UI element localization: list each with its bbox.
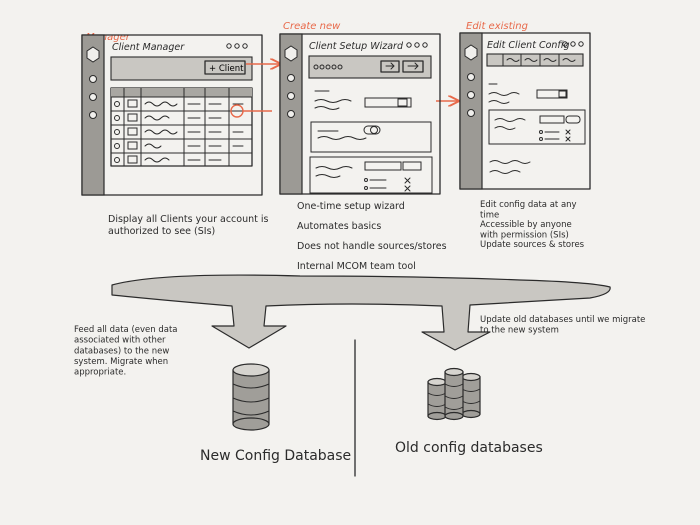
- nav-dot-icon[interactable]: [467, 73, 475, 81]
- note-item: Does not handle sources/stores: [297, 241, 447, 252]
- nav-dot-icon[interactable]: [287, 74, 295, 82]
- edit-client-config-window: Edit Client Config: [459, 32, 591, 190]
- wizard-input[interactable]: [364, 161, 402, 171]
- wizard-progress-bar: [308, 55, 432, 79]
- client-setup-wizard-window: Client Setup Wizard: [279, 33, 441, 195]
- add-client-button[interactable]: [204, 60, 246, 75]
- next-button[interactable]: [402, 60, 424, 73]
- flow-split-arrow: [111, 274, 611, 351]
- note-item: One-time setup wizard: [297, 201, 405, 212]
- window-title: Client Manager: [112, 42, 185, 53]
- create-new-notes: One-time setup wizard Automates basics D…: [297, 201, 447, 272]
- logo-icon: [86, 46, 100, 63]
- new-database-label: New Config Database: [200, 448, 351, 464]
- window-title: Edit Client Config: [487, 40, 570, 51]
- client-manager-window: Client Manager + Client: [81, 34, 263, 196]
- old-databases-icon: [427, 367, 481, 421]
- note-item: Automates basics: [297, 221, 381, 232]
- nav-dot-icon[interactable]: [467, 109, 475, 117]
- old-databases-label: Old config databases: [395, 440, 543, 456]
- nav-dot-icon[interactable]: [287, 92, 295, 100]
- more-menu-icon[interactable]: [406, 42, 428, 48]
- section-label-edit-existing: Edit existing: [466, 21, 528, 32]
- section-label-manager: Manager: [86, 32, 131, 43]
- more-menu-icon[interactable]: [562, 41, 584, 47]
- back-button[interactable]: [380, 60, 400, 73]
- nav-dot-icon[interactable]: [89, 111, 97, 119]
- new-database-icon: [232, 363, 270, 431]
- nav-dot-icon[interactable]: [287, 110, 295, 118]
- wizard-select[interactable]: [364, 97, 412, 108]
- nav-dot-icon[interactable]: [467, 91, 475, 99]
- logo-icon: [464, 44, 478, 61]
- section-label-create-new: Create new: [283, 21, 341, 32]
- nav-dot-icon[interactable]: [89, 93, 97, 101]
- more-menu-icon[interactable]: [226, 43, 248, 49]
- note-item: Update sources & stores: [480, 240, 585, 250]
- window-title: Client Setup Wizard: [309, 41, 404, 52]
- add-client-button-label: + Client: [209, 64, 244, 74]
- note-item: Internal MCOM team tool: [297, 261, 416, 272]
- wizard-toggle[interactable]: [363, 125, 381, 135]
- logo-icon: [284, 45, 298, 62]
- config-select[interactable]: [536, 89, 568, 99]
- nav-dot-icon[interactable]: [89, 75, 97, 83]
- clients-table: [110, 87, 253, 167]
